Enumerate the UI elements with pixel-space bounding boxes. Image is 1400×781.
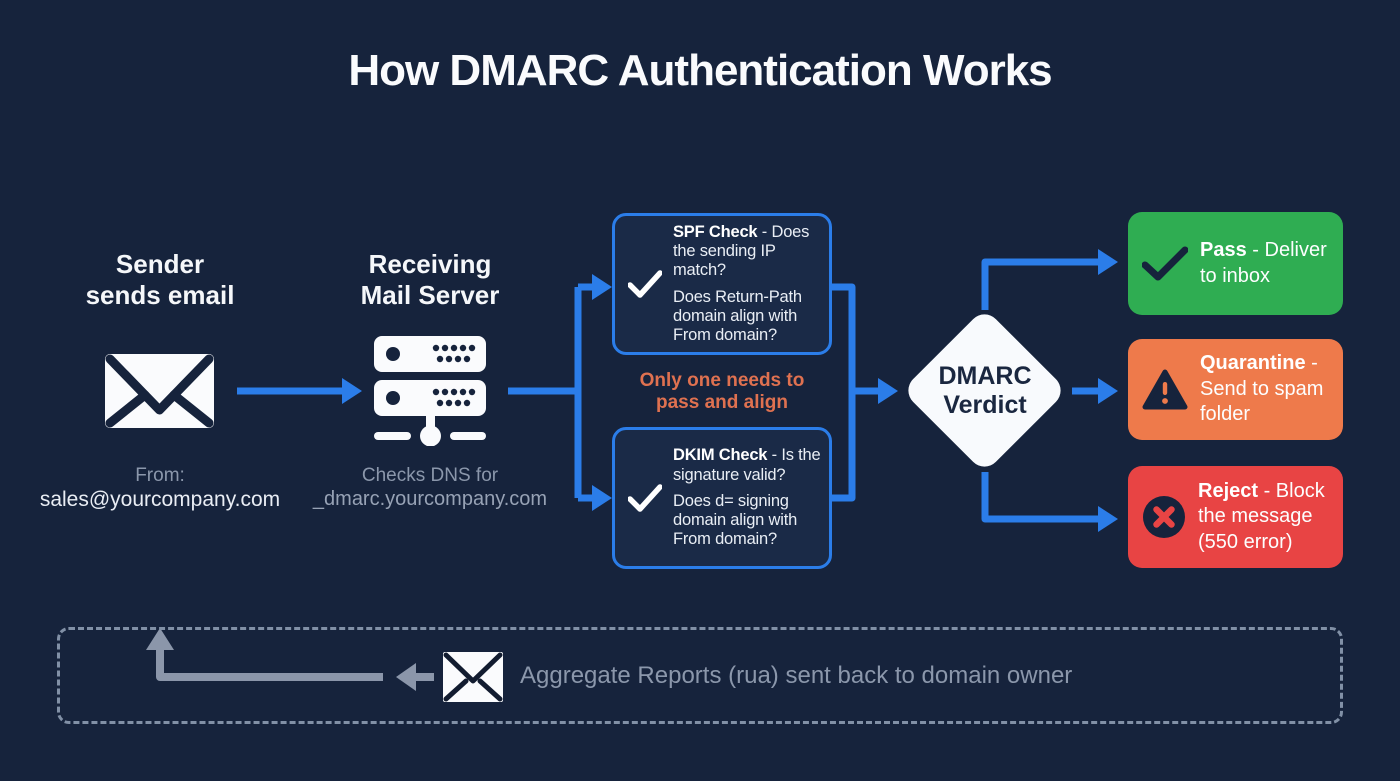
check-icon: [628, 484, 662, 512]
receiver-label: Receiving Mail Server: [360, 249, 500, 311]
arrowhead-to-spf: [592, 274, 612, 300]
page-title: How DMARC Authentication Works: [348, 46, 1052, 95]
arrowhead-to-quarantine: [1098, 378, 1118, 404]
server-icon: [374, 336, 486, 446]
dmarc-verdict-label: DMARC Verdict: [938, 361, 1032, 420]
elbow-verdict-to-reject: [981, 472, 1100, 523]
sender-caption: From: sales@yourcompany.com: [39, 465, 281, 512]
outcome-reject: Reject - Block the message (550 error): [1128, 466, 1343, 568]
spf-check-box: SPF Check - Does the sending IP match? D…: [612, 213, 832, 355]
warning-icon: [1142, 369, 1188, 409]
receiver-caption: Checks DNS for _dmarc.yourcompany.com: [312, 465, 548, 511]
arrowhead-to-pass: [1098, 249, 1118, 275]
arrowhead-to-verdict: [878, 378, 898, 404]
spf-check-text: SPF Check - Does the sending IP match? D…: [673, 222, 810, 345]
envelope-icon: [443, 652, 503, 702]
outcome-quarantine-text: Quarantine - Send to spam folder: [1200, 352, 1324, 426]
dmarc-verdict-diamond: DMARC Verdict: [901, 307, 1068, 474]
dkim-check-box: DKIM Check - Is the signature valid? Doe…: [612, 427, 832, 569]
outcome-quarantine: Quarantine - Send to spam folder: [1128, 339, 1343, 440]
arrowhead-to-dkim: [592, 485, 612, 511]
check-icon: [1142, 246, 1188, 280]
outcome-pass-text: Pass - Deliver to inbox: [1200, 238, 1327, 287]
arrowhead-to-reject: [1098, 506, 1118, 532]
outcome-reject-text: Reject - Block the message (550 error): [1198, 479, 1325, 553]
arrowhead-sender-to-server: [342, 378, 362, 404]
outcome-pass: Pass - Deliver to inbox: [1128, 212, 1343, 315]
aggregate-reports-text: Aggregate Reports (rua) sent back to dom…: [520, 661, 1073, 689]
merge-vertical: [832, 283, 856, 502]
elbow-verdict-to-pass: [981, 258, 1100, 310]
sender-label: Sender sends email: [85, 249, 235, 311]
envelope-icon: [105, 354, 214, 428]
x-circle-icon: [1143, 496, 1185, 538]
checks-note: Only one needs to pass and align: [639, 370, 805, 414]
check-icon: [628, 270, 662, 298]
dkim-check-text: DKIM Check - Is the signature valid? Doe…: [673, 446, 821, 549]
aggregate-reports-box: [57, 627, 1343, 724]
